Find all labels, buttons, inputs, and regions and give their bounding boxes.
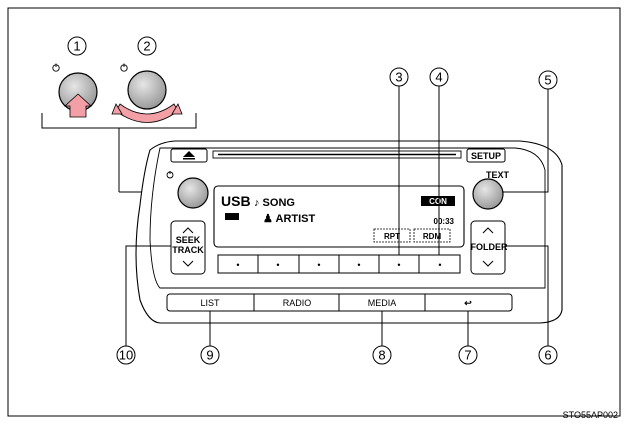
callout-2: 2 — [137, 36, 157, 56]
svg-text:6: 6 — [544, 348, 551, 363]
callout-6: 6 — [538, 345, 558, 365]
setup-label: SETUP — [471, 151, 501, 161]
svg-text:3: 3 — [395, 70, 402, 85]
svg-text:8: 8 — [378, 348, 385, 363]
artist-label: ♟ ARTIST — [263, 213, 316, 225]
callout-4: 4 — [429, 67, 449, 87]
rpt-indicator — [373, 228, 411, 243]
svg-text:7: 7 — [464, 348, 471, 363]
power-icon — [166, 171, 174, 179]
svg-text:RPT: RPT — [384, 232, 400, 241]
svg-text:2: 2 — [143, 39, 150, 54]
svg-text:10: 10 — [119, 348, 133, 363]
source-label: USB — [221, 193, 251, 209]
rdm-indicator — [413, 228, 451, 243]
preset-button-6[interactable]: • — [438, 260, 441, 270]
svg-text:FOLDER: FOLDER — [471, 242, 508, 252]
callout-markers: 1 2 3 4 5 6 7 8 9 10 — [67, 36, 558, 365]
svg-text:4: 4 — [435, 70, 442, 85]
preset-button-4[interactable]: • — [357, 260, 360, 270]
callout-9: 9 — [200, 345, 220, 365]
preset-button-5[interactable]: • — [397, 260, 400, 270]
svg-text:SEEK: SEEK — [176, 235, 201, 245]
figure-code: STO55AP002 — [562, 410, 618, 420]
usb-device-icon — [225, 213, 239, 220]
setup-button[interactable]: SETUP — [466, 148, 506, 163]
power-icon — [52, 63, 60, 72]
callout-7: 7 — [458, 345, 478, 365]
svg-text:1: 1 — [73, 39, 80, 54]
power-icon — [120, 63, 128, 72]
tune-select-knob[interactable] — [472, 178, 504, 210]
bottom-button-bar: LIST RADIO MEDIA ↩ — [166, 293, 513, 312]
list-button[interactable]: LIST — [200, 298, 220, 308]
preset-buttons: • • • • • • — [217, 254, 461, 274]
con-badge — [421, 196, 455, 206]
folder-button[interactable]: FOLDER — [470, 220, 508, 275]
power-volume-knob-unit[interactable] — [177, 177, 209, 209]
song-label: ♪ SONG — [254, 197, 295, 209]
svg-text:CON: CON — [429, 197, 447, 206]
svg-text:9: 9 — [206, 348, 213, 363]
svg-text:RDM: RDM — [423, 232, 442, 241]
head-unit: SETUP TEXT USB ♪ SONG ♟ ARTIST CON 00:33… — [135, 140, 563, 324]
knob-illustration — [41, 63, 197, 193]
preset-button-1[interactable]: • — [236, 260, 239, 270]
push-arrow-icon — [63, 93, 93, 118]
radio-button[interactable]: RADIO — [283, 298, 312, 308]
callout-1: 1 — [67, 36, 87, 56]
preset-button-3[interactable]: • — [317, 260, 320, 270]
leader-lines — [125, 85, 549, 346]
text-label: TEXT — [486, 170, 510, 180]
callout-8: 8 — [372, 345, 392, 365]
eject-button[interactable] — [170, 148, 208, 163]
seek-track-button[interactable]: SEEK TRACK — [170, 220, 206, 275]
back-button[interactable]: ↩ — [464, 298, 472, 308]
callout-10: 10 — [116, 345, 136, 365]
power-volume-knob-turn — [127, 70, 167, 110]
svg-text:TRACK: TRACK — [172, 245, 204, 255]
time-label: 00:33 — [434, 217, 455, 226]
callout-5: 5 — [538, 70, 558, 90]
svg-text:5: 5 — [544, 73, 551, 88]
callout-3: 3 — [389, 67, 409, 87]
preset-button-2[interactable]: • — [276, 260, 279, 270]
media-button[interactable]: MEDIA — [368, 298, 397, 308]
